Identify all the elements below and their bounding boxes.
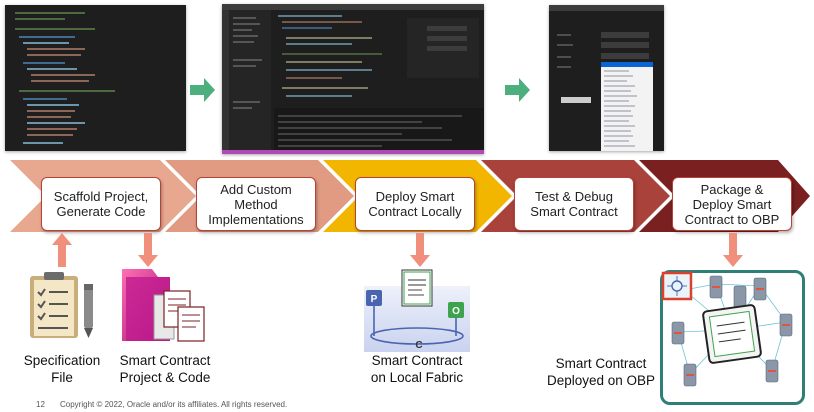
- arrow-down-icon: [410, 233, 430, 267]
- caption-deployed-obp: Smart Contract Deployed on OBP: [546, 356, 656, 388]
- deploy-dialog-screenshot: [549, 5, 664, 151]
- arrow-right-icon: [505, 78, 530, 102]
- fabric-channel-label: C: [415, 340, 422, 351]
- arrow-up-icon: [52, 233, 72, 267]
- contract-icon: [401, 269, 433, 307]
- dialog-image: [549, 5, 664, 151]
- contract-icon: [702, 304, 762, 364]
- fabric-node-p-label: P: [371, 294, 378, 305]
- copyright-text: Copyright © 2022, Oracle and/or its affi…: [60, 400, 288, 409]
- ide-image: [222, 4, 484, 154]
- caption-local-fabric: Smart Contract on Local Fabric: [370, 353, 464, 385]
- caption-project-code: Smart Contract Project & Code: [119, 353, 211, 385]
- contract-icon: [163, 290, 205, 342]
- local-fabric-diagram: P O C: [364, 269, 470, 352]
- caption-specification-file: Specification File: [23, 353, 101, 385]
- step-package-deploy-obp: Package & Deploy Smart Contract to OBP: [672, 177, 792, 231]
- ide-screenshot-implementation: [222, 4, 484, 154]
- step-scaffold-project: Scaffold Project, Generate Code: [41, 177, 161, 231]
- network-icon: [661, 271, 793, 387]
- arrow-right-icon: [190, 78, 215, 102]
- page-number: 12: [36, 400, 45, 409]
- editor-screenshot-spec: [5, 5, 186, 151]
- fabric-node-p: [366, 290, 382, 306]
- folder-icon: [122, 269, 205, 342]
- specification-document-icon: [30, 272, 93, 338]
- step-deploy-locally: Deploy Smart Contract Locally: [355, 177, 475, 231]
- arrow-down-icon: [723, 233, 743, 267]
- step-test-debug: Test & Debug Smart Contract: [514, 177, 634, 231]
- fabric-node-o-label: O: [452, 306, 460, 317]
- arrow-down-icon: [138, 233, 158, 267]
- code-lines-image: [5, 5, 186, 151]
- step-add-custom-methods: Add Custom Method Implementations: [196, 177, 316, 231]
- pen-icon: [84, 284, 93, 338]
- fabric-node-o: [448, 302, 464, 318]
